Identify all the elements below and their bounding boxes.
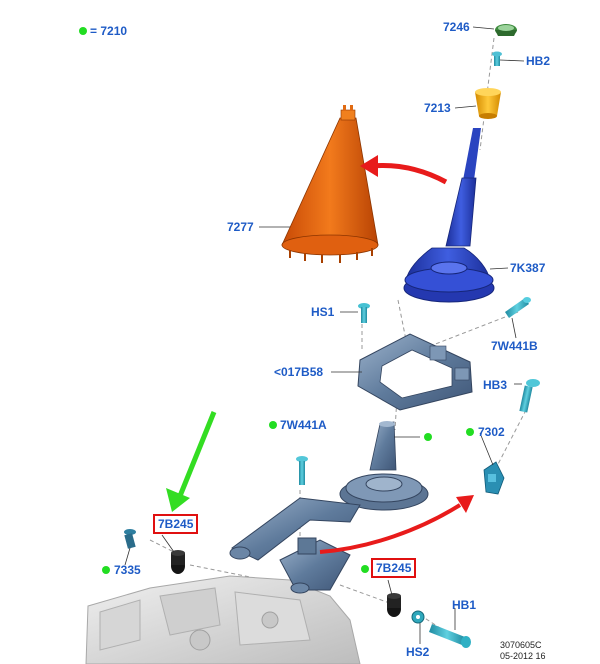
- red-arrow-cable: [319, 495, 474, 554]
- label-7w441b: 7W441B: [491, 339, 538, 353]
- bushing-left: [171, 550, 185, 574]
- label-7k387: 7K387: [510, 261, 546, 275]
- marker-7335: [102, 566, 110, 574]
- marker-lever: [424, 433, 432, 441]
- label-hb2: HB2: [526, 54, 551, 68]
- red-arrow-boot: [360, 155, 448, 185]
- hb2-screw: [492, 51, 502, 66]
- shift-knob-cap: [495, 24, 517, 36]
- lower-shift-lever: [339, 421, 429, 511]
- label-hs2: HS2: [406, 645, 430, 659]
- marker-7b245-right: [361, 565, 369, 573]
- label-7b245-left: 7B245: [153, 514, 199, 534]
- legend-green-dot: [79, 27, 87, 35]
- hs1-screw: [358, 303, 370, 323]
- bushing-right: [387, 593, 401, 617]
- label-hb3: HB3: [483, 378, 508, 392]
- shift-boot: [281, 105, 379, 263]
- green-arrow: [166, 411, 217, 512]
- cable-bracket-7302: [483, 461, 505, 495]
- label-017b58: <017B58: [274, 365, 324, 379]
- label-7b245-right: 7B245: [371, 558, 417, 578]
- shift-knob: [475, 88, 501, 119]
- bolt-hb1: [429, 624, 471, 648]
- mounting-plate: [357, 333, 473, 411]
- label-7302: 7302: [478, 425, 505, 439]
- label-hs1: HS1: [311, 305, 335, 319]
- figure-reference: 3070605C 05-2012 16: [500, 640, 546, 662]
- label-7335: 7335: [114, 563, 141, 577]
- label-7246: 7246: [443, 20, 470, 34]
- marker-7302: [466, 428, 474, 436]
- transmission-housing: [85, 575, 361, 664]
- label-hb1: HB1: [452, 598, 477, 612]
- bolt-7w441a: [296, 456, 308, 485]
- bolt-7335: [124, 529, 136, 549]
- leader-lines: [124, 26, 525, 644]
- label-7277: 7277: [227, 220, 254, 234]
- washer-hs2: [411, 610, 425, 624]
- bolt-7w441b: [505, 297, 531, 318]
- figure-code: 3070605C: [500, 640, 542, 650]
- figure-date: 05-2012 16: [500, 651, 546, 661]
- legend-text: = 7210: [90, 24, 128, 38]
- marker-7w441a: [269, 421, 277, 429]
- label-7213: 7213: [424, 101, 451, 115]
- shifter-assembly: [403, 128, 495, 303]
- bolt-hb3: [519, 379, 540, 413]
- label-7w441a: 7W441A: [280, 418, 327, 432]
